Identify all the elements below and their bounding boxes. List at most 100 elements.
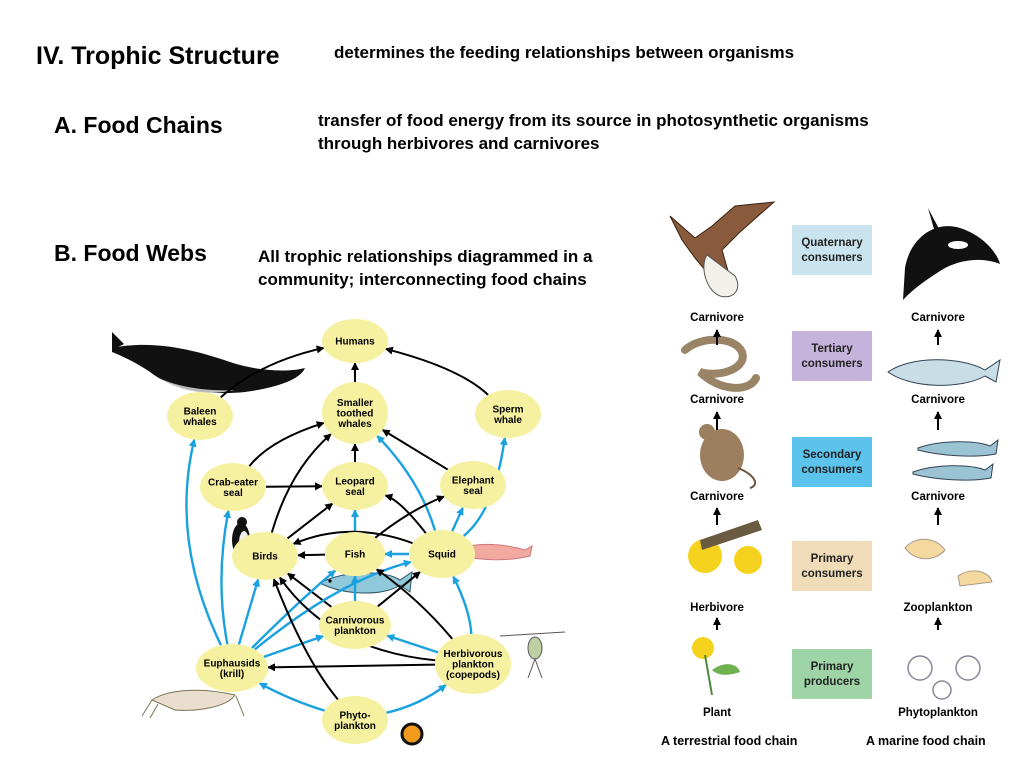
web-node-crab-label-2: seal (223, 488, 243, 499)
web-node-leopard-shape (322, 462, 388, 510)
trophic-level-1-label-2: consumers (801, 252, 862, 264)
arrow-birds-to-leopard (286, 502, 334, 540)
arrow-herbiv-to-fish (375, 568, 453, 640)
web-node-squid-label-1: Squid (428, 550, 456, 561)
slide-title-description: determines the feeding relationships bet… (334, 43, 795, 62)
zooplankton-illustration (904, 538, 993, 587)
food-chain-figure: QuaternaryconsumersTertiaryconsumersSeco… (661, 201, 1001, 748)
food-chains-description-line-2: through herbivores and carnivores (318, 134, 600, 153)
food-webs-heading: B. Food Webs (54, 240, 207, 266)
food-chains-description-line-1: transfer of food energy from its source … (318, 111, 869, 130)
web-node-sperm-shape (475, 390, 541, 438)
trophic-level-2-box (792, 331, 872, 381)
web-node-smaller-label-3: whales (337, 419, 372, 430)
web-node-sperm-label-1: Sperm (492, 404, 523, 415)
terrestrial-chain-label-4: Herbivore (690, 602, 744, 614)
phytoplankton-illustration (400, 722, 424, 746)
terrestrial-chain-label-3: Carnivore (690, 491, 744, 503)
phytoplankton-cell-illustration (907, 655, 981, 700)
trophic-level-4-box (792, 541, 872, 591)
web-node-phyto: Phyto-plankton (322, 696, 388, 744)
arrow-phyto-to-herbiv (386, 684, 447, 714)
trophic-level-5-label-1: Primary (811, 661, 854, 673)
web-node-herbiv-label-3: (copepods) (446, 670, 500, 681)
arrow-birds-to-smaller (270, 433, 332, 533)
trophic-level-3-label-1: Secondary (803, 449, 862, 461)
trophic-level-2-label-1: Tertiary (811, 343, 853, 355)
snake-illustration (681, 335, 760, 392)
web-node-humans-label-1: Humans (335, 337, 375, 348)
web-node-smaller-label-1: Smaller (337, 398, 373, 409)
trophic-level-4-label-1: Primary (811, 553, 854, 565)
web-node-leopard-label-1: Leopard (335, 476, 374, 487)
terrestrial-chain-caption: A terrestrial food chain (661, 734, 797, 748)
web-node-euph-label-2: (krill) (220, 669, 244, 680)
food-webs-description-line-2: community; interconnecting food chains (258, 270, 587, 289)
trophic-level-2: Tertiary consumers (792, 331, 872, 381)
web-node-fish-label-1: Fish (345, 550, 366, 561)
web-node-phyto-label-2: plankton (334, 721, 376, 732)
marine-chain-label-5: Phytoplankton (898, 707, 978, 719)
web-node-elephant-label-1: Elephant (452, 475, 495, 486)
slide-title: IV. Trophic Structure (36, 42, 280, 70)
arrow-euph-to-fish (251, 569, 336, 649)
web-node-baleen-label-1: Baleen (184, 406, 217, 417)
arrow-baleen-to-humans (220, 345, 325, 399)
web-node-crab-shape (200, 463, 266, 511)
trophic-level-3-label-2: consumers (801, 464, 862, 476)
web-node-herbiv-label-1: Herbivorous (444, 649, 503, 660)
trophic-level-4-label-2: consumers (801, 568, 862, 580)
terrestrial-chain-label-2: Carnivore (690, 394, 744, 406)
food-chain-arrows (713, 329, 942, 630)
web-node-elephant-label-2: seal (463, 486, 483, 497)
web-node-humans: Humans (322, 319, 388, 363)
food-chains-description: transfer of food energy from its source … (318, 109, 869, 155)
food-web-arrows (185, 345, 508, 714)
trophic-level-boxes: QuaternaryconsumersTertiaryconsumersSeco… (792, 225, 872, 699)
trophic-level-3-box (792, 437, 872, 487)
arrow-euph-to-birds (237, 578, 260, 645)
marine-chain-label-1: Carnivore (911, 312, 965, 324)
arrow-carniv-to-squid (377, 571, 421, 608)
web-node-smaller-label-2: toothed (337, 409, 374, 420)
web-node-phyto-label-1: Phyto- (339, 710, 370, 721)
arrow-euph-to-squid (254, 559, 412, 651)
arrow-elephant-to-smaller (381, 429, 449, 471)
arrow-sperm-to-humans (384, 346, 489, 396)
marine-chain-label-2: Carnivore (911, 394, 965, 406)
krill-illustration (141, 689, 245, 719)
web-node-baleen-label-2: whales (182, 417, 217, 428)
food-web-nodes: HumansBaleenwhalesSmallertoothedwhalesSp… (167, 319, 541, 744)
arrow-herbiv-to-carniv (386, 634, 439, 654)
arrow-squid-to-elephant (451, 506, 464, 532)
food-chains-heading: A. Food Chains (54, 112, 223, 138)
web-node-leopard-label-2: seal (345, 487, 365, 498)
marine-chain-label-4: Zooplankton (904, 602, 973, 614)
web-node-fish: Fish (325, 532, 385, 576)
trophic-level-3: Secondary consumers (792, 437, 872, 487)
web-node-crab-label-1: Crab-eater (208, 477, 258, 488)
food-web-diagram: HumansBaleenwhalesSmallertoothedwhalesSp… (112, 319, 566, 746)
web-node-euph-label-1: Euphausids (204, 658, 261, 669)
trophic-level-5-box (792, 649, 872, 699)
web-node-herbiv-label-2: plankton (452, 660, 494, 671)
terrestrial-chain-label-5: Plant (703, 707, 731, 719)
web-node-euph: Euphausids(krill) (196, 644, 268, 692)
web-node-birds: Birds (232, 532, 298, 580)
trophic-level-4: Primary consumers (792, 541, 872, 591)
arrow-herbiv-to-squid (452, 575, 473, 635)
arrow-phyto-to-birds (272, 578, 339, 701)
marine-chain-caption: A marine food chain (866, 734, 986, 748)
web-node-elephant-shape (440, 461, 506, 509)
trophic-level-2-label-2: consumers (801, 358, 862, 370)
web-node-carniv-label-1: Carnivorous (326, 615, 385, 626)
terrestrial-chain-label-1: Carnivore (690, 312, 744, 324)
web-node-smaller-shape (322, 382, 388, 444)
